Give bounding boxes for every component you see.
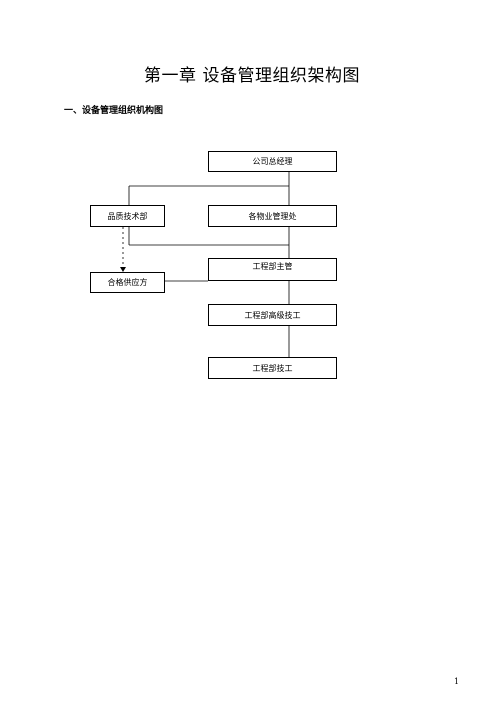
node-general-manager: 公司总经理: [208, 151, 337, 172]
page-number: 1: [454, 677, 460, 686]
node-technician: 工程部技工: [208, 357, 337, 379]
node-engineering-supervisor: 工程部主管: [208, 258, 337, 281]
node-quality-tech-dept: 品质技术部: [90, 205, 165, 227]
section-heading: 一、设备管理组织机构图: [64, 106, 164, 116]
node-property-mgmt-office: 各物业管理处: [208, 205, 337, 227]
node-senior-technician: 工程部高级技工: [208, 304, 337, 326]
page-title: 第一章 设备管理组织架构图: [144, 66, 360, 86]
node-qualified-supplier: 合格供应方: [90, 272, 165, 293]
